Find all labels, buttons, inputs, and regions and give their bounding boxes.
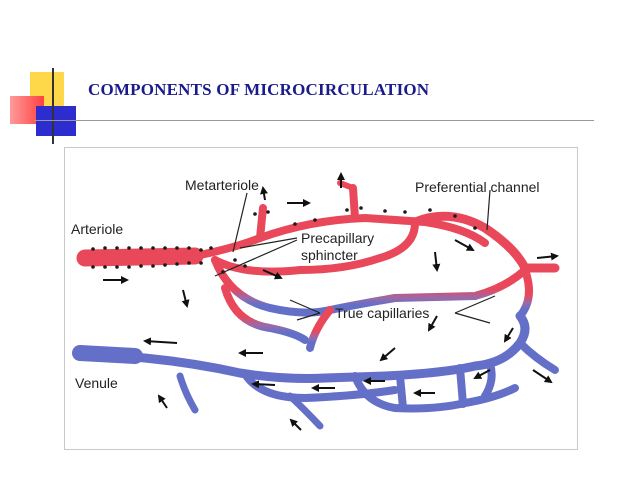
venous-vertical-1 <box>396 372 407 412</box>
flow-arrow <box>262 269 283 280</box>
label-sphincter: sphincter <box>301 247 358 263</box>
inner-loop-upper <box>211 219 419 276</box>
venous-vertical-2 <box>456 364 467 408</box>
flow-arrow <box>428 315 438 332</box>
venous-loop-b <box>351 372 519 413</box>
arteriole-vessel <box>76 247 204 267</box>
sphincter-dots <box>91 206 477 274</box>
flow-arrow <box>157 394 168 409</box>
branch-up-3 <box>337 180 356 191</box>
label-arteriole: Arteriole <box>71 221 123 237</box>
venous-branch-down-1 <box>176 372 199 414</box>
flow-arrow <box>503 327 514 343</box>
flow-arrows <box>103 172 559 431</box>
flow-arrow <box>432 251 441 272</box>
true-capillary-1 <box>221 284 309 344</box>
deco-vertical-line <box>52 68 54 144</box>
flow-arrow <box>532 369 553 384</box>
flow-arrow <box>379 347 396 362</box>
venous-branch-right <box>516 339 559 374</box>
slide-title: COMPONENTS OF MICROCIRCULATION <box>88 80 430 99</box>
venule-mouth <box>72 345 143 364</box>
deco-blue-block <box>36 106 76 136</box>
flow-arrow <box>251 380 276 389</box>
preferential-channel-vessel <box>410 211 560 273</box>
vessel-network <box>72 180 560 430</box>
label-metarteriole: Metarteriole <box>185 177 259 193</box>
branch-up-2 <box>349 184 359 222</box>
flow-arrow <box>181 289 190 308</box>
diagram-svg: Metarteriole Preferential channel Arteri… <box>71 172 560 431</box>
flow-arrow <box>473 369 491 379</box>
flow-arrow <box>260 186 268 201</box>
venous-branch-down-2 <box>286 392 324 430</box>
flow-arrow <box>289 418 302 431</box>
flow-arrow <box>454 239 475 251</box>
true-capillary-2 <box>306 306 334 352</box>
leader-lines <box>214 189 496 324</box>
label-preferential-channel: Preferential channel <box>415 179 540 195</box>
flow-arrow <box>536 252 559 261</box>
flow-arrow <box>143 337 178 346</box>
label-venule: Venule <box>75 375 118 391</box>
microcirculation-diagram: Metarteriole Preferential channel Arteri… <box>64 147 578 450</box>
label-true-capillaries: True capillaries <box>335 305 429 321</box>
deco-horizontal-line <box>34 120 594 121</box>
branch-up-1 <box>256 204 267 242</box>
label-precapillary: Precapillary <box>301 230 374 246</box>
venous-vertical-3 <box>481 360 496 400</box>
